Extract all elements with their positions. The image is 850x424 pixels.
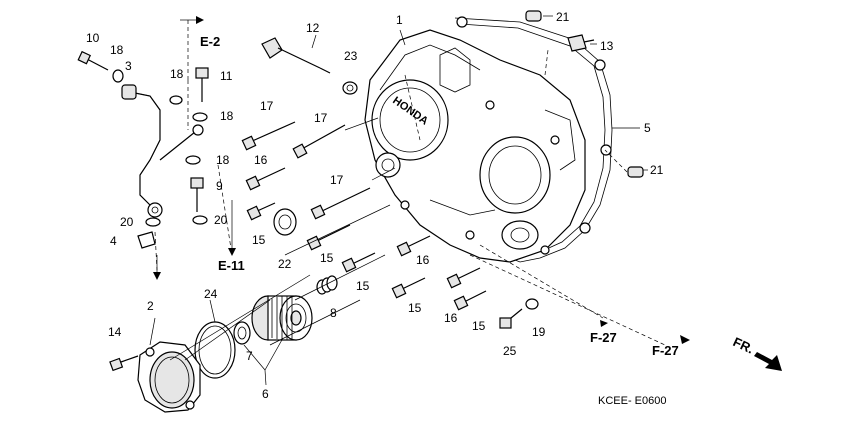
leader-lines (149, 15, 648, 386)
ref-e2: E-2 (200, 34, 220, 49)
washer-18b (169, 95, 183, 105)
ref-f27a: F-27 (590, 330, 617, 345)
stud-12 (261, 37, 331, 74)
bolt-10 (77, 50, 109, 71)
callout-17b: 17 (314, 111, 328, 125)
callout-3: 3 (125, 59, 132, 73)
arrow-down-filter (153, 255, 161, 280)
callout-9: 9 (216, 179, 223, 193)
callout-25: 25 (503, 344, 517, 358)
callout-21a: 21 (556, 10, 570, 24)
bolt-11 (195, 67, 209, 102)
callout-15d: 15 (408, 301, 422, 315)
callout-1: 1 (396, 13, 403, 27)
clip (137, 231, 156, 249)
callout-23: 23 (344, 49, 358, 63)
callout-18a: 18 (110, 43, 124, 57)
gasket (454, 16, 613, 263)
callout-16c: 16 (444, 311, 458, 325)
o-ring-7 (233, 321, 251, 345)
callout-16b: 16 (416, 253, 430, 267)
callout-20a: 20 (120, 215, 134, 229)
callout-18c: 18 (220, 109, 234, 123)
filter-cover (137, 341, 201, 413)
callout-17c: 17 (330, 173, 344, 187)
callout-22: 22 (278, 257, 292, 271)
arrow-f27a (600, 320, 608, 327)
sensor-13 (567, 34, 595, 52)
callout-16a: 16 (254, 153, 268, 167)
callout-13: 13 (600, 39, 614, 53)
callout-4: 4 (110, 234, 117, 248)
callout-18d: 18 (216, 153, 230, 167)
callout-2: 2 (147, 299, 154, 313)
callout-14: 14 (108, 325, 122, 339)
o-ring-24 (194, 321, 236, 379)
bolt-9 (190, 177, 204, 212)
washer-19 (525, 298, 539, 310)
callout-21b: 21 (650, 163, 664, 177)
bolt-25 (499, 308, 523, 329)
bolt-14 (109, 355, 139, 372)
arrow-e2 (180, 16, 204, 24)
seal-23 (342, 81, 358, 95)
ref-f27b: F-27 (652, 343, 679, 358)
diagram-code: KCEE- E0600 (598, 395, 666, 407)
callout-20b: 20 (214, 213, 228, 227)
callout-11: 11 (220, 69, 233, 83)
callout-24: 24 (204, 287, 218, 301)
arrow-f27b (680, 335, 690, 344)
callout-10: 10 (86, 31, 100, 45)
washer-18a (112, 69, 124, 83)
oil-pipe (121, 84, 204, 218)
callout-12: 12 (306, 21, 320, 35)
callout-15e: 15 (472, 319, 486, 333)
callout-6: 6 (262, 387, 269, 401)
callout-5: 5 (644, 121, 651, 135)
dowel-21a (525, 10, 542, 22)
oil-filter (251, 295, 313, 341)
callout-7: 7 (246, 349, 253, 363)
callout-8: 8 (330, 306, 337, 320)
dowel-21b (627, 166, 644, 178)
callout-15a: 15 (252, 233, 266, 247)
callout-15b: 15 (320, 251, 334, 265)
bolts (241, 121, 487, 311)
arrow-e11 (228, 200, 236, 256)
front-direction-label: FR. (731, 334, 756, 356)
spring-8 (316, 275, 338, 295)
assembly-lines (154, 20, 666, 346)
front-direction-arrow (754, 352, 782, 371)
callout-18b: 18 (170, 67, 184, 81)
washer-18d (185, 155, 201, 165)
oil-seal-22 (273, 208, 297, 236)
crankcase-cover: HONDA (364, 29, 586, 263)
callouts: 1 2 3 4 5 6 7 8 9 10 11 12 13 14 15 15 1… (86, 10, 664, 401)
washer-20b (192, 215, 208, 225)
washer-18c (192, 112, 208, 122)
ref-e11: E-11 (218, 258, 245, 273)
washer-20a (145, 217, 161, 227)
callout-17a: 17 (260, 99, 274, 113)
callout-19: 19 (532, 325, 546, 339)
callout-15c: 15 (356, 279, 370, 293)
